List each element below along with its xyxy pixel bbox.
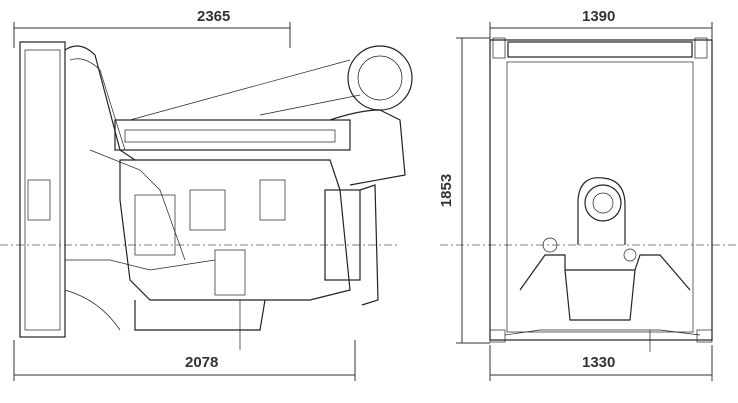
engine-front-view	[489, 37, 713, 352]
engine-side-view	[19, 41, 413, 350]
base-length-label: 2078	[185, 354, 219, 371]
base-width-label: 1330	[582, 354, 616, 371]
height-label: 1853	[438, 173, 456, 208]
dimension-lines	[13, 22, 713, 381]
overall-length-label: 2365	[197, 8, 231, 25]
overall-width-label: 1390	[582, 8, 616, 25]
